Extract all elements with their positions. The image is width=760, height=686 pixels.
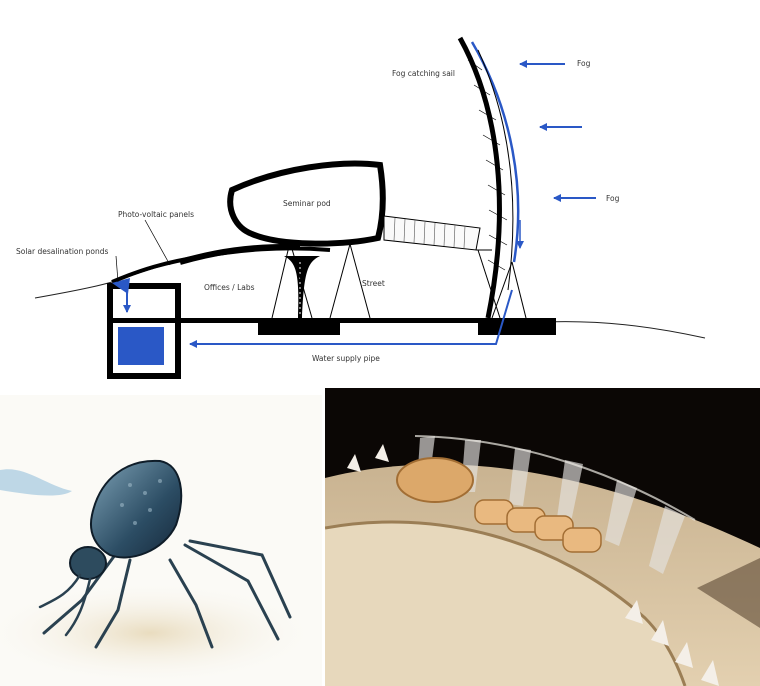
label-fog-sail: Fog catching sail [392,69,455,78]
building-section-diagram: Fog catching sail Fog Fog Seminar pod Ph… [0,0,760,390]
water-tank-fill [118,327,164,365]
foundation-left [258,322,340,335]
beetle-illustration [0,395,322,686]
label-photovoltaic: Photo-voltaic panels [118,210,194,219]
sand-ground [0,581,320,685]
water-supply-pipe [190,290,512,344]
fog-mist [0,469,72,495]
label-seminar-pod: Seminar pod [283,199,331,208]
label-fog-top: Fog [577,59,591,68]
label-street: Street [362,279,385,288]
offices-column [284,256,320,318]
label-fog-bottom: Fog [606,194,620,203]
beetle-shell [91,461,181,558]
beetle-head [70,547,106,579]
model-seminar-pod [397,458,473,502]
ground-line [35,256,705,338]
foundation-right [478,322,556,335]
architectural-model-photo [325,388,760,686]
label-solar-ponds: Solar desalination ponds [16,247,109,256]
fog-sail-mast [460,38,499,318]
label-offices: Offices / Labs [204,283,255,292]
bridge-walkway [384,216,480,250]
label-water-pipe: Water supply pipe [312,354,380,363]
